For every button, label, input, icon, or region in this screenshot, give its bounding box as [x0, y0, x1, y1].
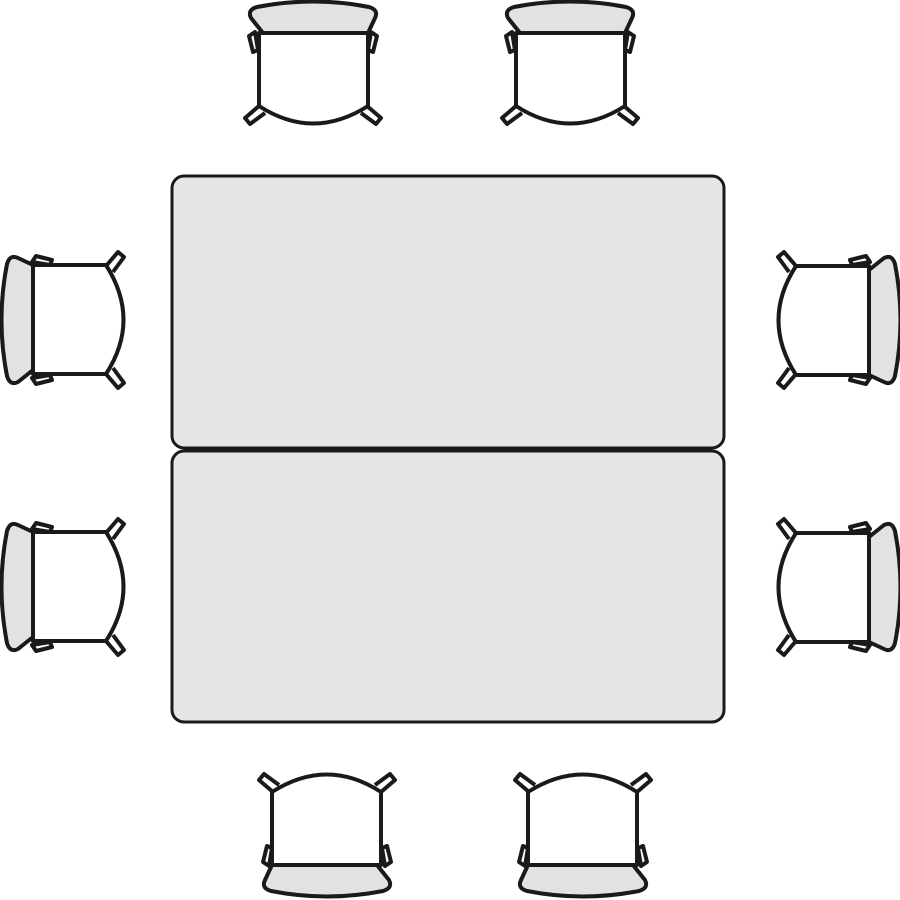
chair-bottom-left: [257, 772, 397, 899]
table-top: [170, 174, 726, 450]
chair-left-upper: [0, 250, 126, 390]
chair-bottom-right: [513, 772, 653, 899]
table-bottom: [170, 449, 726, 724]
chair-right-upper: [776, 250, 900, 390]
chair-right-lower: [776, 517, 900, 657]
chair-top-left: [243, 0, 383, 126]
chair-top-right: [500, 0, 640, 126]
chair-left-lower: [0, 517, 126, 657]
